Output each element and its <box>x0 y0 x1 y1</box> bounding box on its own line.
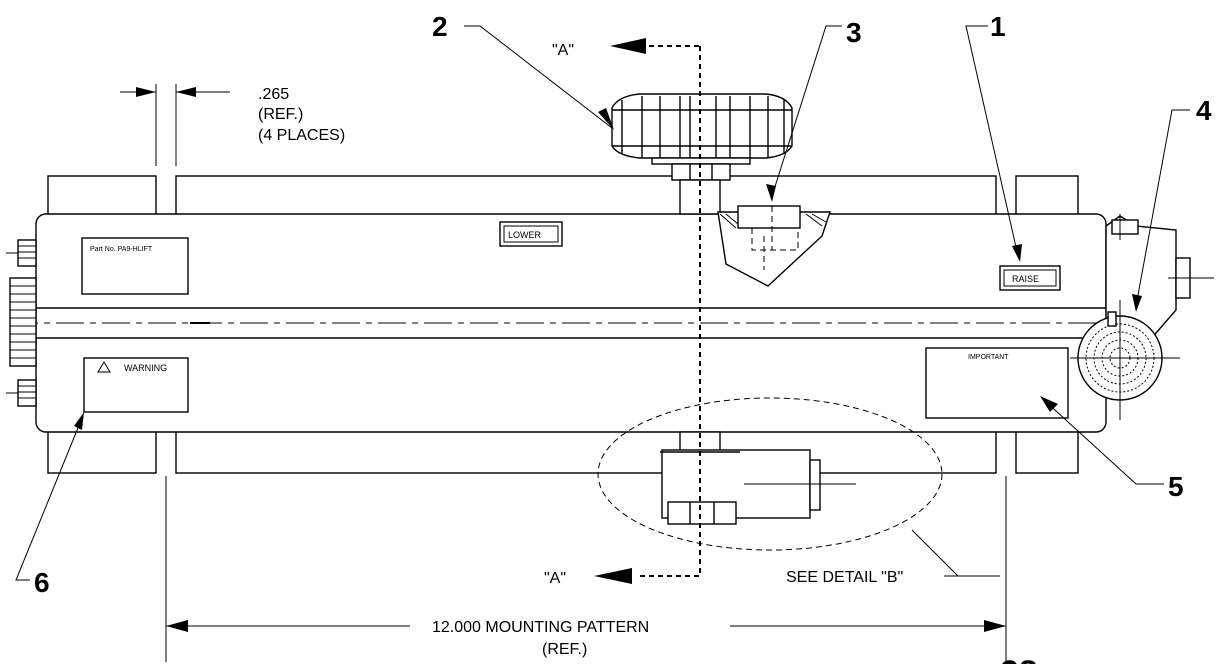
callout-3: 3 <box>846 17 862 48</box>
slot-dimension-places: (4 PLACES) <box>258 127 345 144</box>
see-detail-b-note: SEE DETAIL "B" <box>786 569 903 586</box>
warning-triangle-icon <box>97 361 111 373</box>
slot-dimension-ref: (REF.) <box>258 106 303 123</box>
mounting-pattern-text: 12.000 MOUNTING PATTERN <box>432 619 649 636</box>
important-text: IMPORTANT <box>968 354 1009 361</box>
callout-1: 1 <box>990 11 1006 42</box>
slot-dimension <box>120 84 230 166</box>
part-number-text: Part No. PA9-HLIFT <box>90 246 153 253</box>
warning-text: WARNING <box>124 363 167 373</box>
handwheel <box>611 93 793 215</box>
callout-4: 4 <box>1196 95 1212 126</box>
important-decal: IMPORTANT <box>925 347 1069 419</box>
mounting-pattern-ref: (REF.) <box>542 641 587 658</box>
warning-decal: WARNING <box>83 357 189 413</box>
mounting-pattern-dimension <box>165 476 1007 662</box>
callout-5: 5 <box>1168 471 1184 502</box>
raise-label: RAISE <box>999 265 1061 291</box>
callout-2: 2 <box>432 11 448 42</box>
bottom-fitting <box>660 431 856 525</box>
check-valve-cutaway <box>717 205 831 287</box>
callout-leaders <box>15 25 1190 581</box>
release-knob <box>1070 214 1214 420</box>
page-number: 28 <box>1000 654 1038 664</box>
lower-label: LOWER <box>499 221 563 247</box>
part-number-decal: Part No. PA9-HLIFT <box>81 237 189 295</box>
detail-b-leader <box>911 529 1000 577</box>
left-knobs <box>6 239 37 407</box>
section-line-a-a <box>594 38 701 584</box>
raise-text: RAISE <box>1012 274 1039 284</box>
callout-6: 6 <box>34 567 50 598</box>
section-mark-bottom: "A" <box>544 570 566 587</box>
detail-b-outline <box>597 397 943 551</box>
section-mark-top: "A" <box>552 42 574 59</box>
slot-dimension-value: .265 <box>258 86 289 103</box>
lower-text: LOWER <box>508 230 542 240</box>
